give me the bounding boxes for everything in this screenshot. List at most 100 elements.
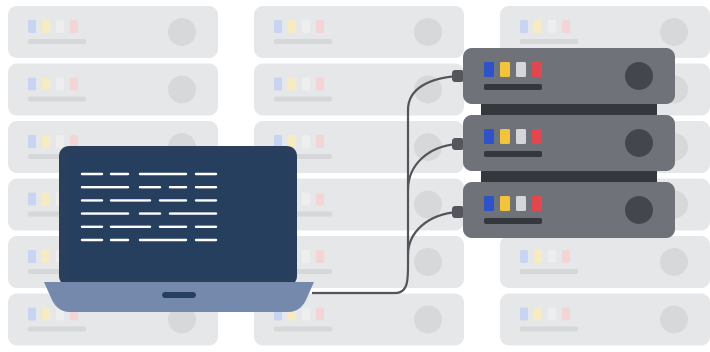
status-led <box>516 129 526 144</box>
power-dial <box>660 248 688 276</box>
vent-bar <box>28 326 86 332</box>
vent-bar <box>274 96 332 102</box>
status-led <box>274 20 282 33</box>
power-dial <box>660 305 688 334</box>
vent-bar <box>484 218 542 224</box>
power-dial <box>168 75 196 104</box>
cable-to-server-2 <box>406 142 459 191</box>
status-led <box>288 20 296 33</box>
vent-bar <box>274 39 332 44</box>
power-dial <box>414 18 442 46</box>
status-led <box>484 129 494 144</box>
status-led <box>70 77 78 91</box>
status-led <box>28 20 36 33</box>
server-rack-icon <box>463 115 675 171</box>
status-led <box>562 20 570 33</box>
status-led <box>28 250 36 263</box>
power-dial <box>625 196 653 224</box>
status-led <box>316 20 324 33</box>
status-led <box>28 135 36 148</box>
status-led <box>516 62 526 77</box>
status-led <box>562 307 570 321</box>
status-led <box>534 20 542 33</box>
server-stack <box>463 48 675 238</box>
network-cables <box>312 74 459 295</box>
power-dial <box>625 62 653 90</box>
status-led <box>516 196 526 211</box>
background-server-unit <box>500 236 710 288</box>
power-dial <box>414 133 442 161</box>
status-led <box>28 192 36 206</box>
connector-plug <box>452 70 464 82</box>
code-lines <box>80 172 218 242</box>
status-led <box>500 62 510 77</box>
power-dial <box>414 305 442 334</box>
status-led <box>548 250 556 263</box>
vent-bar <box>520 269 578 274</box>
status-led <box>56 20 64 33</box>
status-led <box>42 77 50 91</box>
vent-bar <box>484 151 542 157</box>
cable-connectors <box>452 70 464 218</box>
power-dial <box>660 18 688 46</box>
vent-bar <box>274 326 332 332</box>
status-led <box>520 250 528 263</box>
power-dial <box>414 248 442 276</box>
background-server-unit <box>500 293 710 346</box>
power-dial <box>168 305 196 334</box>
power-dial <box>414 75 442 104</box>
status-led <box>42 20 50 33</box>
status-led <box>484 62 494 77</box>
status-led <box>56 77 64 91</box>
status-led <box>316 250 324 263</box>
status-led <box>28 77 36 91</box>
status-led <box>484 196 494 211</box>
status-led <box>42 250 50 263</box>
background-server-unit <box>8 6 218 58</box>
laptop-screen <box>67 154 289 278</box>
trackpad-notch <box>162 292 196 298</box>
status-led <box>532 196 542 211</box>
status-led <box>316 307 324 321</box>
status-led <box>302 192 310 206</box>
vent-bar <box>28 39 86 44</box>
status-led <box>500 129 510 144</box>
status-led <box>548 307 556 321</box>
status-led <box>288 135 296 148</box>
background-server-unit <box>500 6 710 58</box>
background-server-unit <box>8 63 218 116</box>
status-led <box>302 135 310 148</box>
vent-bar <box>484 84 542 90</box>
status-led <box>316 192 324 206</box>
server-rack-icon <box>463 48 675 104</box>
status-led <box>70 20 78 33</box>
status-led <box>316 77 324 91</box>
background-server-unit <box>254 6 464 58</box>
status-led <box>56 135 64 148</box>
status-led <box>42 307 50 321</box>
background-server-unit <box>254 63 464 116</box>
power-dial <box>414 190 442 219</box>
status-led <box>302 250 310 263</box>
status-led <box>288 77 296 91</box>
status-led <box>562 250 570 263</box>
power-dial <box>168 18 196 46</box>
status-led <box>274 135 282 148</box>
vent-bar <box>28 96 86 102</box>
status-led <box>302 307 310 321</box>
vent-bar <box>520 326 578 332</box>
vent-bar <box>520 39 578 44</box>
server-rack-icon <box>463 182 675 238</box>
status-led <box>274 77 282 91</box>
connector-plug <box>452 138 464 150</box>
laptop-icon <box>44 146 314 312</box>
status-led <box>500 196 510 211</box>
status-led <box>532 62 542 77</box>
power-dial <box>625 129 653 157</box>
status-led <box>42 192 50 206</box>
connector-plug <box>452 206 464 218</box>
status-led <box>42 135 50 148</box>
status-led <box>302 77 310 91</box>
status-led <box>316 135 324 148</box>
